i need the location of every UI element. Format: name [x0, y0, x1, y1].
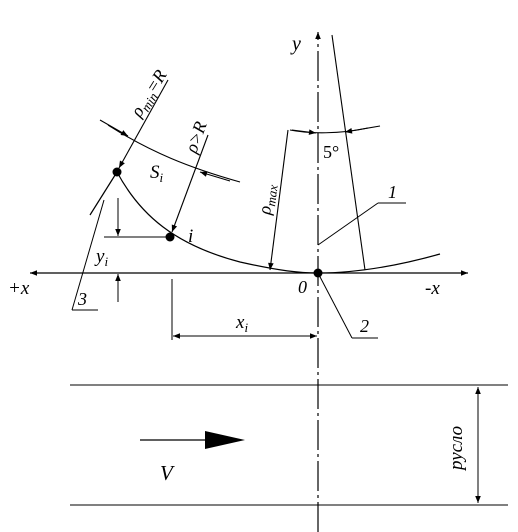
plus-x-label: +x [8, 278, 30, 299]
bed-profile-curve [116, 171, 441, 274]
minus-x-label: -x [425, 278, 440, 299]
yi-label: yi [94, 246, 108, 269]
svg-text:ρmax: ρmax [254, 183, 281, 217]
rho-gt-arrow [171, 134, 209, 233]
channel-label: русло [446, 426, 467, 472]
i-point-label: i [188, 226, 193, 247]
velocity-arrow-head [205, 431, 245, 449]
callout-1-label: 1 [388, 182, 397, 202]
callout-3-leader [71, 199, 105, 311]
svg-text:ρmin=R: ρmin=R [126, 66, 173, 123]
rho-gt-label: ρ>R [181, 119, 211, 157]
svg-text:русло: русло [446, 426, 467, 472]
rho-min-label: ρmin=R [126, 66, 173, 123]
point-3 [112, 167, 122, 177]
angle-arrow-left [291, 129, 317, 135]
point-i [165, 232, 175, 242]
s-arrow-right [199, 171, 231, 182]
svg-text:ρ>R: ρ>R [181, 119, 211, 157]
callout-1-leader [317, 202, 379, 246]
y-axis-label: y [290, 33, 301, 55]
rho-max-arrow [268, 129, 289, 271]
origin-label: 0 [298, 277, 307, 297]
callout-2-leader [317, 272, 353, 339]
callout-2-label: 2 [360, 316, 369, 336]
velocity-label: V [160, 461, 175, 485]
bed-profile-left-segment [89, 171, 118, 216]
xi-label: xi [235, 312, 248, 335]
s-arrow-left [99, 119, 129, 137]
rho-min-arrow [118, 79, 169, 169]
s-arc [107, 124, 241, 183]
rho-max-label: ρmax [254, 183, 281, 217]
callout-3-label: 3 [77, 289, 87, 309]
angle-arrow-right [344, 125, 381, 134]
angle-label: 5° [323, 142, 339, 162]
angle-line-a [331, 34, 366, 271]
s-label: Si [150, 162, 164, 185]
